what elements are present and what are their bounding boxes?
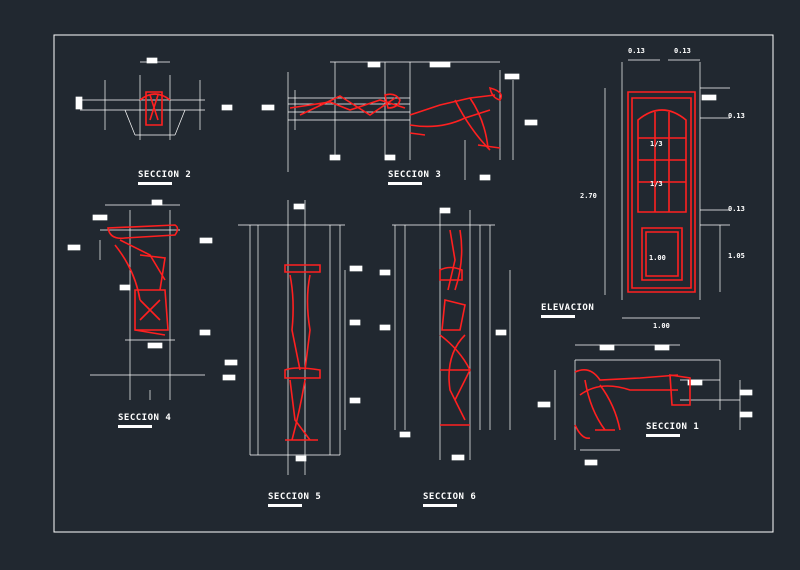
section-3-underline — [388, 182, 422, 185]
section-6-label: SECCION 6 — [423, 492, 476, 507]
dim-panel: 1.00 — [649, 254, 666, 262]
dim-top-left: 0.13 — [628, 47, 645, 55]
dim-top-right: 0.13 — [674, 47, 691, 55]
section-5-underline — [268, 504, 302, 507]
section-2-red — [139, 91, 171, 126]
dim-right-low: 1.05 — [728, 252, 745, 260]
door-elevation — [604, 59, 730, 319]
section-4-underline — [118, 425, 152, 428]
section-6-detail — [379, 207, 511, 461]
dim-right-top: 0.13 — [728, 112, 745, 120]
dim-width: 1.00 — [653, 322, 670, 330]
section-2-detail — [75, 57, 233, 140]
section-5-label: SECCION 5 — [268, 492, 321, 507]
section-3-label: SECCION 3 — [388, 170, 441, 185]
section-2-underline — [138, 182, 172, 185]
section-2-label: SECCION 2 — [138, 170, 191, 185]
section-4-text: SECCION 4 — [118, 413, 172, 423]
section-1-text: SECCION 1 — [646, 422, 700, 432]
section-5-detail — [222, 200, 363, 475]
section-1-detail — [537, 344, 753, 466]
section-1-label: SECCION 1 — [646, 422, 699, 437]
dim-frac-a: 1/3 — [650, 140, 663, 148]
elevation-label: ELEVACION — [541, 303, 594, 318]
section-3-text: SECCION 3 — [388, 170, 442, 180]
dim-height: 2.70 — [580, 192, 597, 200]
section-5-red — [284, 264, 321, 441]
section-6-text: SECCION 6 — [423, 492, 477, 502]
section-5-text: SECCION 5 — [268, 492, 322, 502]
section-1-red — [574, 369, 691, 440]
section-4-detail — [67, 199, 213, 400]
section-6-underline — [423, 504, 457, 507]
section-4-label: SECCION 4 — [118, 413, 171, 428]
elevation-underline — [541, 315, 575, 318]
section-3-detail — [261, 61, 538, 181]
sheet-border — [53, 34, 774, 533]
dim-frac-b: 1/3 — [650, 180, 663, 188]
elevation-text: ELEVACION — [541, 303, 595, 313]
section-1-underline — [646, 434, 680, 437]
section-2-text: SECCION 2 — [138, 170, 192, 180]
section-3-red — [289, 86, 503, 151]
section-4-red — [107, 224, 179, 336]
dim-right-mid: 0.13 — [728, 205, 745, 213]
section-6-red — [439, 229, 471, 426]
